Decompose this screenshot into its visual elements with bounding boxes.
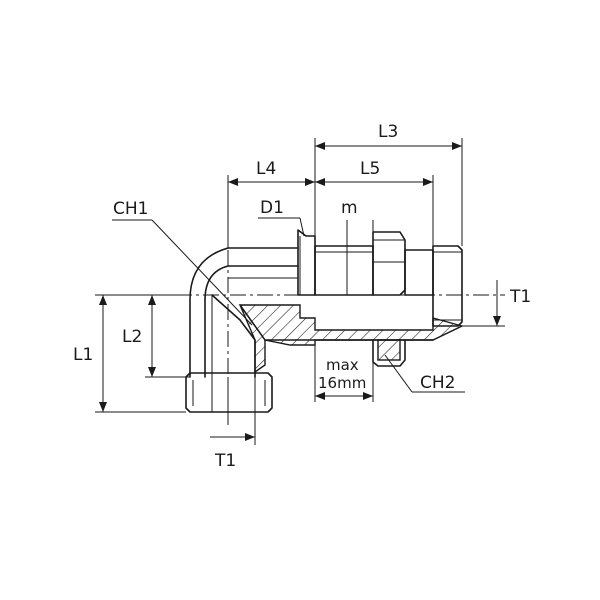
section-hatch-elbow	[239, 304, 266, 374]
right-stub	[404, 249, 434, 296]
l4-arrow-right	[305, 178, 315, 186]
l1-arrow-bottom	[99, 402, 107, 412]
threaded-section	[314, 245, 374, 296]
l3-arrow-right	[452, 142, 462, 150]
locknut-bottom	[377, 339, 401, 361]
l4-arrow-left	[228, 178, 238, 186]
dimension-lines	[95, 138, 505, 445]
label-l5: L5	[360, 159, 380, 179]
label-t1-bottom: T1	[214, 451, 236, 471]
d1-leader-down	[299, 217, 305, 237]
ch2-leader-diag	[384, 354, 413, 393]
label-t1-right: T1	[509, 287, 531, 307]
elbow-inner-contour	[204, 265, 229, 378]
label-l4: L4	[256, 159, 276, 179]
label-l2: L2	[122, 327, 142, 347]
max-arrow-right	[363, 392, 373, 400]
locknut-bottom-outline	[372, 339, 406, 367]
label-d1: D1	[260, 198, 284, 218]
locknut-top	[372, 231, 406, 296]
body-bottom-edge	[211, 294, 256, 378]
label-l1: L1	[73, 345, 93, 365]
l2-arrow-bottom	[148, 367, 156, 377]
l5-arrow-left	[315, 178, 325, 186]
section-hatch-main	[238, 304, 464, 346]
right-thread-end	[432, 245, 463, 327]
t1-bottom-arrow	[245, 433, 255, 441]
label-ch1: CH1	[113, 199, 148, 219]
label-max-value: 16mm	[318, 374, 366, 392]
max-arrow-left	[315, 392, 325, 400]
label-l3: L3	[378, 122, 398, 142]
l5-arrow-right	[423, 178, 433, 186]
dimension-labels: L3 L4 L5 CH1 D1 m T1 L1 L2 max 16mm CH2 …	[73, 122, 531, 471]
l1-arrow-top	[99, 295, 107, 305]
t1-right-arrow	[493, 316, 501, 326]
bottom-port	[185, 372, 273, 413]
label-ch2: CH2	[420, 373, 455, 393]
label-max: max	[326, 356, 359, 374]
ch1-leader-diag	[151, 219, 253, 326]
l3-arrow-left	[315, 142, 325, 150]
l2-arrow-top	[148, 295, 156, 305]
d1-collar	[297, 229, 316, 296]
fitting-body	[185, 229, 464, 413]
label-m: m	[341, 198, 358, 218]
